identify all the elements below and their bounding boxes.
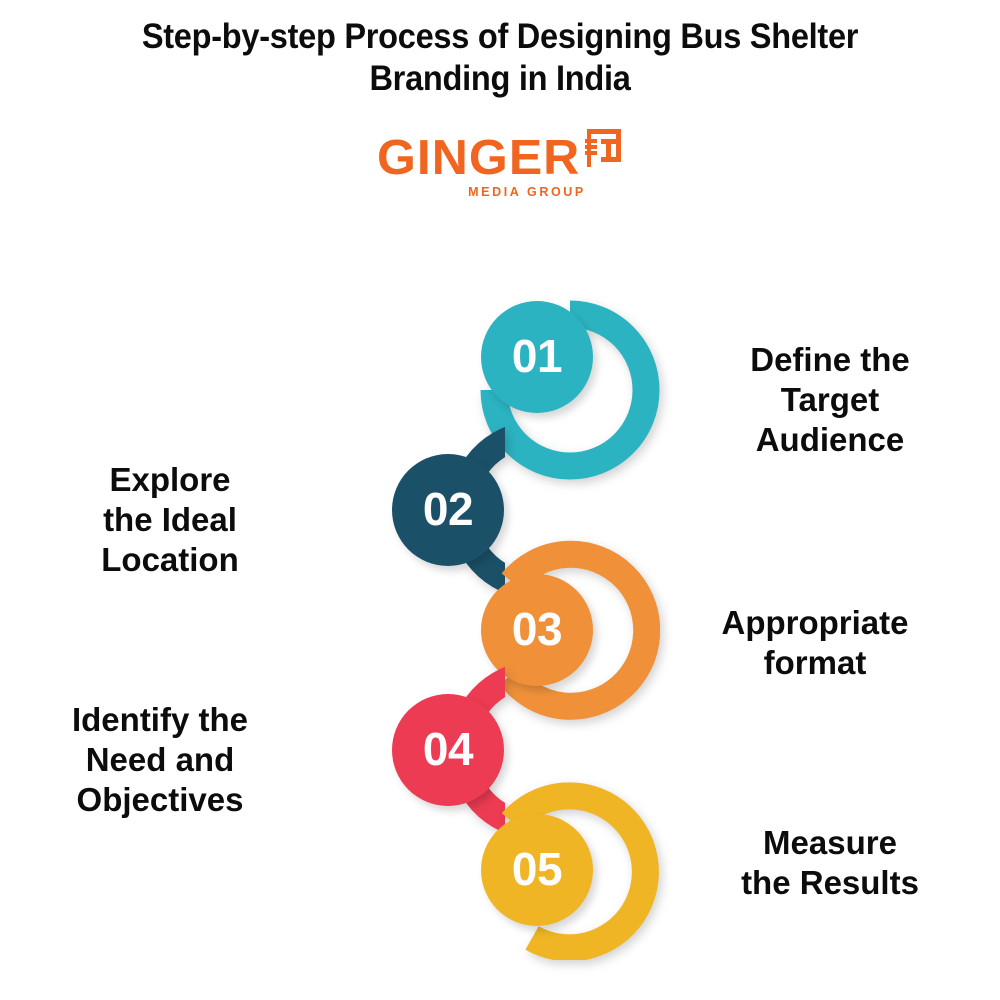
step-03-ring bbox=[480, 540, 660, 720]
step-02-label-line-1: Explore bbox=[109, 461, 231, 498]
process-step-02[interactable]: 02 bbox=[325, 420, 505, 600]
signal-bracket-icon bbox=[581, 129, 621, 167]
step-03-disc: 03 bbox=[481, 574, 593, 686]
step-04-number: 04 bbox=[422, 723, 474, 775]
step-04-label-line-1: Identify the bbox=[71, 701, 248, 738]
page-title-line-2: Branding in India bbox=[369, 59, 631, 98]
process-step-04[interactable]: 04 bbox=[325, 660, 505, 840]
process-step-05[interactable]: 05 bbox=[480, 780, 660, 960]
step-01-number: 01 bbox=[511, 330, 563, 382]
step-01-label-line-1: Define the bbox=[750, 341, 910, 378]
step-05-ring bbox=[480, 780, 660, 960]
step-03-label-line-1: Appropriate bbox=[721, 604, 909, 641]
process-step-01[interactable]: 01 bbox=[480, 300, 660, 480]
step-01-label: Define the Target Audience bbox=[663, 340, 997, 460]
step-02-label: Explore the Ideal Location bbox=[20, 460, 320, 580]
step-01-label-line-2: Target bbox=[780, 381, 880, 418]
step-03-label-line-2: format bbox=[763, 644, 867, 681]
step-02-disc: 02 bbox=[392, 454, 504, 566]
step-04-label-line-3: Objectives bbox=[76, 781, 244, 818]
brand-logo: GINGER MEDIA GROUP bbox=[0, 129, 1000, 199]
step-02-number: 02 bbox=[422, 483, 474, 535]
step-05-label-line-1: Measure bbox=[763, 824, 897, 861]
step-01-ring bbox=[480, 300, 660, 480]
step-01-disc: 01 bbox=[481, 301, 593, 413]
step-04-disc: 04 bbox=[392, 694, 504, 806]
step-02-label-line-3: Location bbox=[101, 541, 239, 578]
page-title-line-1: Step-by-step Process of Designing Bus Sh… bbox=[141, 17, 859, 56]
brand-wordmark: GINGER bbox=[377, 131, 581, 185]
step-05-number: 05 bbox=[511, 843, 563, 895]
step-03-label: Appropriate format bbox=[640, 603, 990, 683]
step-04-label: Identify the Need and Objectives bbox=[0, 700, 320, 820]
brand-tagline: MEDIA GROUP bbox=[468, 185, 586, 199]
process-step-03[interactable]: 03 bbox=[480, 540, 660, 720]
step-03-number: 03 bbox=[511, 603, 563, 655]
step-05-label-line-2: the Results bbox=[741, 864, 919, 901]
step-04-label-line-2: Need and bbox=[85, 741, 235, 778]
step-02-label-line-2: the Ideal bbox=[103, 501, 237, 538]
step-05-label: Measure the Results bbox=[660, 823, 1000, 903]
step-01-label-line-3: Audience bbox=[755, 421, 905, 458]
brand-logo-row: GINGER bbox=[377, 129, 621, 185]
step-05-disc: 05 bbox=[481, 814, 593, 926]
page-title: Step-by-step Process of Designing Bus Sh… bbox=[0, 16, 1000, 100]
